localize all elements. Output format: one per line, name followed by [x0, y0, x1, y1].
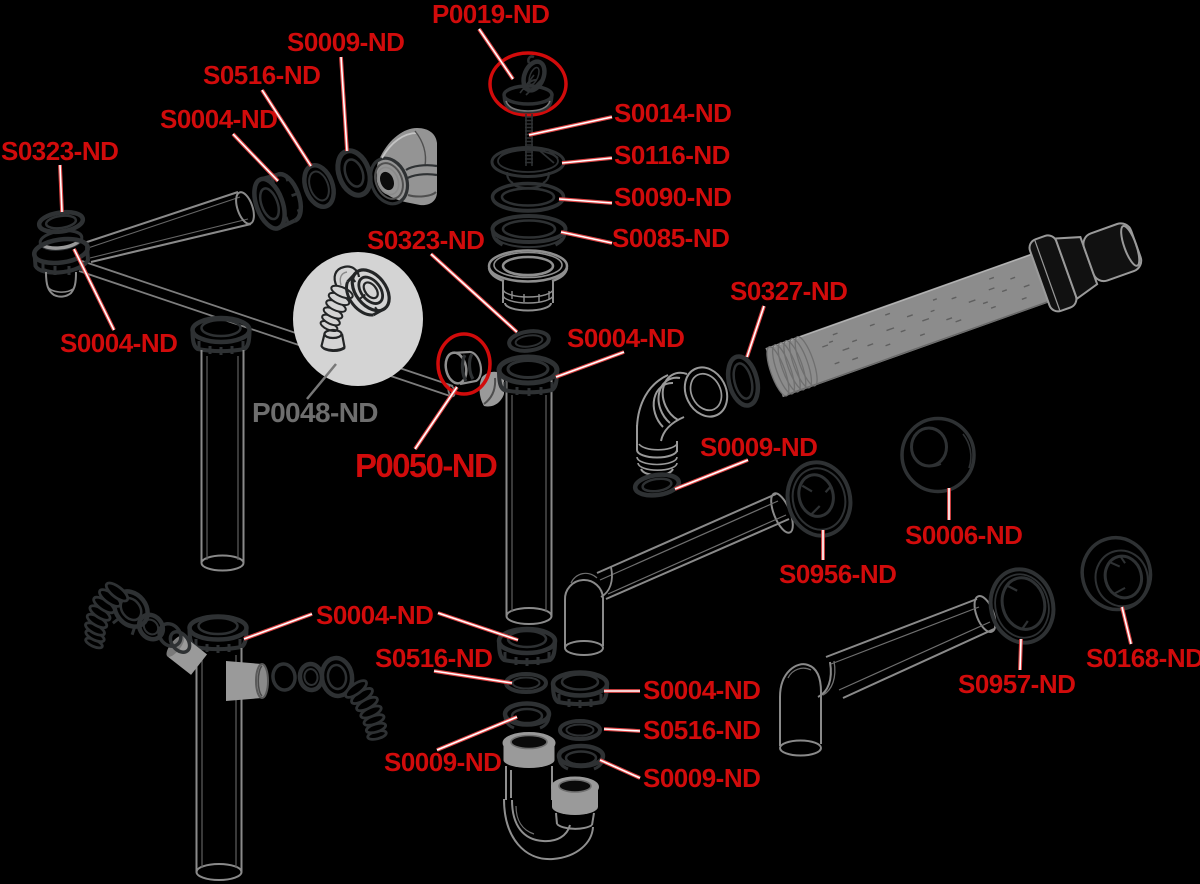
svg-text:S0004-ND: S0004-ND: [60, 328, 177, 358]
svg-text:S0004-ND: S0004-ND: [643, 675, 760, 705]
svg-text:S0004-ND: S0004-ND: [316, 600, 433, 630]
svg-text:S0116-ND: S0116-ND: [614, 140, 730, 170]
svg-text:P0048-ND: P0048-ND: [252, 397, 378, 428]
svg-text:S0004-ND: S0004-ND: [160, 104, 277, 134]
svg-text:S0014-ND: S0014-ND: [614, 98, 731, 128]
svg-text:S0085-ND: S0085-ND: [612, 223, 729, 253]
svg-text:S0168-ND: S0168-ND: [1086, 643, 1200, 673]
svg-text:S0956-ND: S0956-ND: [779, 559, 896, 589]
svg-text:S0009-ND: S0009-ND: [700, 432, 817, 462]
svg-text:S0323-ND: S0323-ND: [367, 225, 484, 255]
svg-text:S0516-ND: S0516-ND: [643, 715, 760, 745]
svg-text:S0009-ND: S0009-ND: [384, 747, 501, 777]
svg-text:S0957-ND: S0957-ND: [958, 669, 1075, 699]
svg-text:S0327-ND: S0327-ND: [730, 276, 847, 306]
svg-text:S0006-ND: S0006-ND: [905, 520, 1022, 550]
svg-text:P0050-ND: P0050-ND: [355, 447, 497, 484]
svg-text:S0090-ND: S0090-ND: [614, 182, 731, 212]
svg-text:S0516-ND: S0516-ND: [375, 643, 492, 673]
svg-text:S0516-ND: S0516-ND: [203, 60, 320, 90]
svg-text:S0004-ND: S0004-ND: [567, 323, 684, 353]
svg-text:S0009-ND: S0009-ND: [287, 27, 404, 57]
svg-text:P0019-ND: P0019-ND: [432, 0, 549, 29]
svg-text:S0009-ND: S0009-ND: [643, 763, 760, 793]
svg-text:S0323-ND: S0323-ND: [1, 136, 118, 166]
